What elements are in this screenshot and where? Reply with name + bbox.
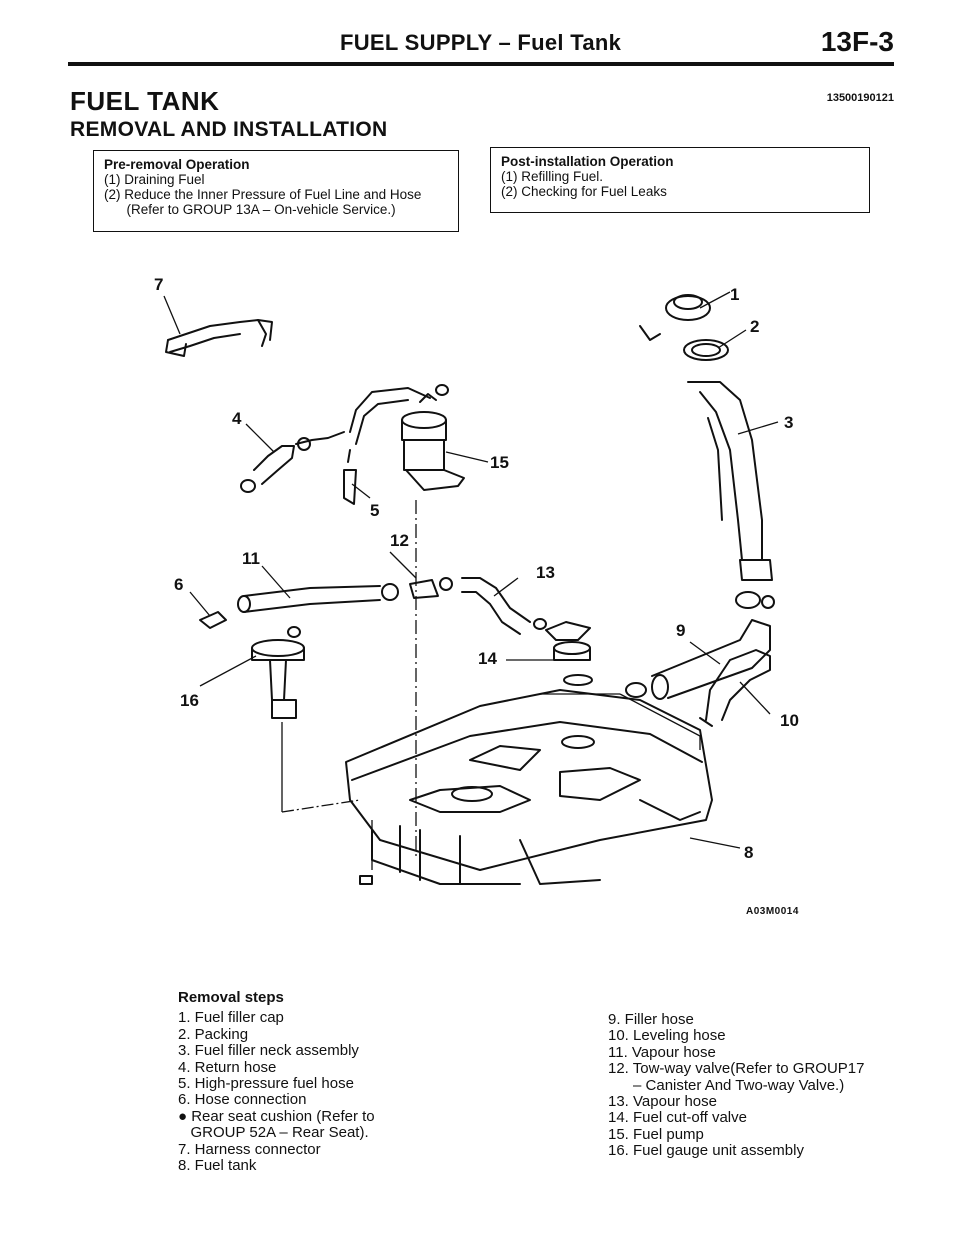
cutoff-valve-drawing bbox=[533, 618, 593, 686]
step-item: 12. Tow-way valve(Refer to GROUP17 bbox=[608, 1060, 865, 1078]
filler-neck-drawing bbox=[639, 294, 775, 609]
step-item: 9. Filler hose bbox=[608, 1011, 694, 1028]
step-item: 8. Fuel tank bbox=[178, 1157, 257, 1175]
callout-9: 9 bbox=[676, 621, 685, 640]
callout-10: 10 bbox=[780, 711, 799, 730]
removal-steps-right: 9. Filler hose 10. Leveling hose 11. Vap… bbox=[608, 1011, 865, 1160]
callout-4: 4 bbox=[232, 409, 242, 428]
return-hose-drawing bbox=[240, 431, 345, 493]
document-title: FUEL TANK bbox=[70, 86, 220, 116]
callout-13: 13 bbox=[536, 563, 555, 582]
step-item: 5. High-pressure fuel hose bbox=[178, 1075, 354, 1093]
figure-id: A03M0014 bbox=[746, 906, 799, 917]
fuel-pump-drawing bbox=[401, 384, 465, 491]
removal-steps-left: Removal steps 1. Fuel filler cap 2. Pack… bbox=[178, 989, 375, 1175]
step-item: 6. Hose connection bbox=[178, 1091, 307, 1109]
post-installation-line: (2) Checking for Fuel Leaks bbox=[501, 184, 667, 199]
pre-removal-line: (2) Reduce the Inner Pressure of Fuel Li… bbox=[104, 187, 422, 202]
callout-5: 5 bbox=[370, 501, 379, 520]
callout-2: 2 bbox=[750, 317, 759, 336]
page-code: 13F-3 bbox=[820, 26, 894, 57]
pre-removal-line: (1) Draining Fuel bbox=[104, 172, 205, 187]
callout-15: 15 bbox=[490, 453, 509, 472]
callout-8: 8 bbox=[744, 843, 753, 862]
callout-16: 16 bbox=[180, 691, 199, 710]
removal-steps-title: Removal steps bbox=[178, 989, 284, 1006]
pre-removal-line: (Refer to GROUP 13A – On-vehicle Service… bbox=[104, 202, 396, 217]
post-installation-title: Post-installation Operation bbox=[501, 154, 674, 169]
callout-12: 12 bbox=[390, 531, 409, 550]
pump-pipes-drawing bbox=[343, 387, 431, 505]
step-item: 15. Fuel pump bbox=[608, 1125, 704, 1143]
callout-1: 1 bbox=[730, 285, 739, 304]
header-title: FUEL SUPPLY – Fuel Tank bbox=[340, 30, 622, 55]
pre-removal-title: Pre-removal Operation bbox=[104, 157, 250, 172]
two-way-valve-drawing bbox=[409, 577, 531, 635]
callout-14: 14 bbox=[478, 649, 497, 668]
pre-removal-box: Pre-removal Operation (1) Draining Fuel … bbox=[93, 150, 459, 232]
step-item: 4. Return hose bbox=[178, 1058, 277, 1076]
step-item: GROUP 52A – Rear Seat). bbox=[178, 1124, 369, 1142]
step-item: 14. Fuel cut-off valve bbox=[608, 1109, 747, 1127]
step-item: 11. Vapour hose bbox=[608, 1043, 716, 1061]
step-item: ● Rear seat cushion (Refer to bbox=[178, 1107, 375, 1125]
step-item: 16. Fuel gauge unit assembly bbox=[608, 1142, 804, 1160]
document-id: 13500190121 bbox=[826, 92, 894, 104]
gauge-unit-drawing bbox=[251, 626, 305, 719]
step-item: – Canister And Two-way Valve.) bbox=[608, 1076, 845, 1094]
callout-3: 3 bbox=[784, 413, 793, 432]
step-item: 2. Packing bbox=[178, 1025, 249, 1043]
step-item: 3. Fuel filler neck assembly bbox=[178, 1042, 359, 1060]
post-installation-box: Post-installation Operation (1) Refillin… bbox=[490, 147, 870, 213]
vapour-hose-drawing bbox=[199, 583, 399, 629]
filler-hose-drawing bbox=[625, 619, 771, 727]
document-subtitle: REMOVAL AND INSTALLATION bbox=[70, 118, 388, 141]
step-item: 7. Harness connector bbox=[178, 1140, 321, 1158]
step-item: 1. Fuel filler cap bbox=[178, 1009, 284, 1027]
step-item: 13. Vapour hose bbox=[608, 1093, 717, 1111]
post-installation-line: (1) Refilling Fuel. bbox=[501, 169, 604, 184]
callout-7: 7 bbox=[154, 275, 163, 294]
header-rule bbox=[68, 62, 894, 66]
step-item: 10. Leveling hose bbox=[608, 1027, 726, 1045]
bolt-drawing bbox=[359, 875, 373, 885]
callout-labels: 7 1 2 3 4 15 5 12 11 13 6 9 14 16 10 8 bbox=[154, 275, 799, 862]
fuel-tank-drawing bbox=[345, 689, 713, 885]
callout-11: 11 bbox=[242, 549, 260, 568]
leader-lines bbox=[163, 291, 779, 870]
harness-connector-drawing bbox=[165, 319, 273, 357]
callout-6: 6 bbox=[174, 575, 183, 594]
